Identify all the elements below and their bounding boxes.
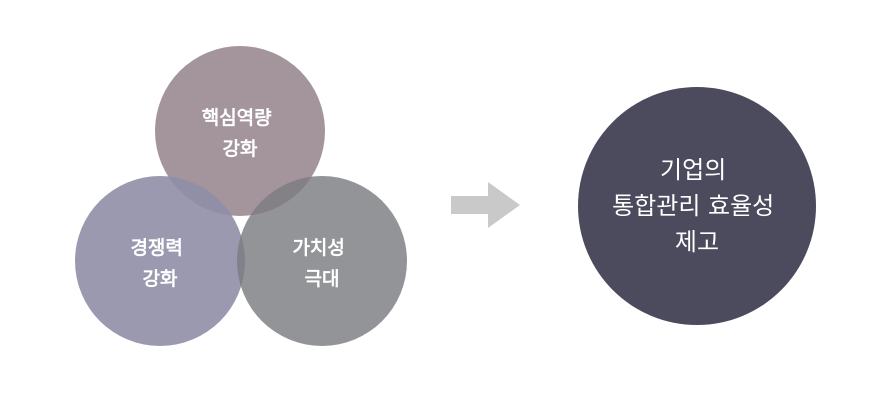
venn-circle-right <box>237 176 407 346</box>
venn-right-label: 가치성 극대 <box>292 237 351 290</box>
result-label-line-1: 기업의 <box>660 156 726 184</box>
right-arrow-icon <box>451 182 520 228</box>
venn-top-label-line-1: 핵심역량 <box>202 107 272 129</box>
venn-left-label-line-2: 강화 <box>143 268 178 290</box>
venn-circle-top <box>155 46 325 216</box>
venn-right-label-line-2: 극대 <box>305 268 340 290</box>
result-label-line-2: 통합관리 효율성 <box>612 192 774 220</box>
venn-group: 핵심역량 강화 경쟁력 강화 가치성 극대 <box>75 46 407 346</box>
result-label: 기업의 통합관리 효율성 제고 <box>612 156 782 256</box>
venn-top-label-line-2: 강화 <box>223 138 258 160</box>
result-group: 기업의 통합관리 효율성 제고 <box>578 87 816 325</box>
venn-left-label: 경쟁력 강화 <box>130 237 189 290</box>
venn-left-label-line-1: 경쟁력 <box>130 237 182 259</box>
result-label-line-3: 제고 <box>675 228 719 256</box>
venn-top-label: 핵심역량 강화 <box>202 107 279 160</box>
result-circle <box>578 87 816 325</box>
venn-right-label-line-1: 가치성 <box>292 237 344 259</box>
venn-circle-left <box>75 176 245 346</box>
